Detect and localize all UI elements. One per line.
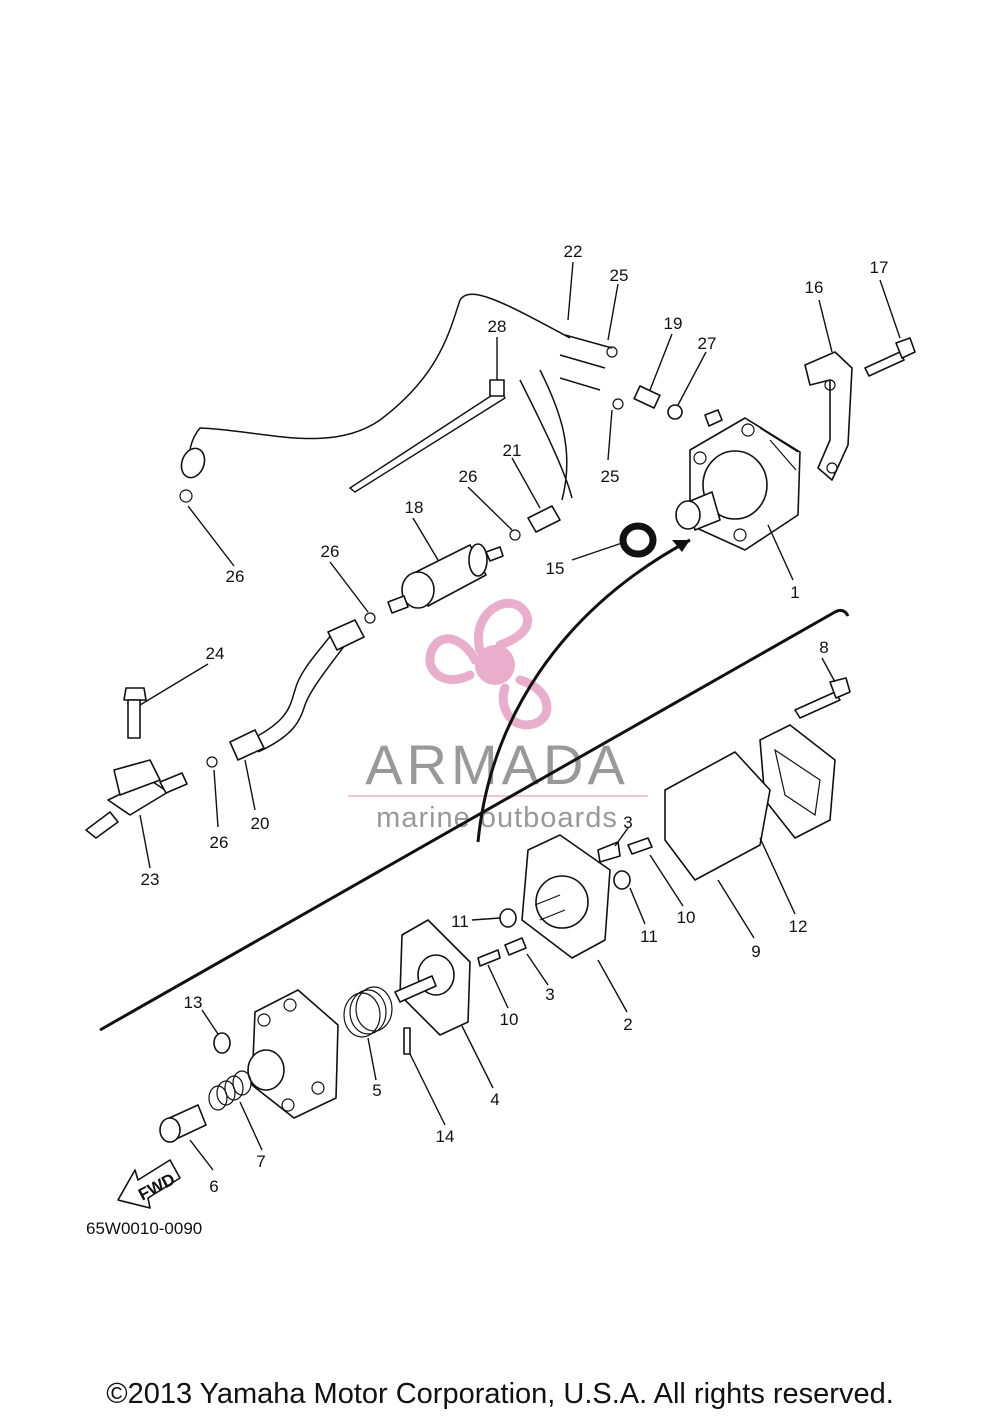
callout-18: 18 (405, 498, 424, 517)
callout-22: 22 (564, 242, 583, 261)
callout-27: 27 (698, 334, 717, 353)
spring-7 (208, 1070, 252, 1111)
callout-11b: 11 (640, 927, 658, 946)
callout-13: 13 (184, 993, 203, 1012)
copyright-notice: ©2013 Yamaha Motor Corporation, U.S.A. A… (106, 1378, 894, 1410)
callout-14: 14 (436, 1127, 455, 1146)
plate-12 (759, 724, 836, 839)
callout-25b: 25 (601, 467, 620, 486)
callout-3b: 3 (545, 985, 554, 1004)
logo-title: ARMADA (365, 733, 629, 796)
gasket-9 (664, 751, 771, 881)
callout-26c: 26 (321, 542, 340, 561)
callout-11a: 11 (451, 912, 469, 931)
diagram-code: 65W0010-0090 (86, 1219, 203, 1238)
callout-26d: 26 (210, 833, 229, 852)
callout-2: 2 (623, 1015, 632, 1034)
bracket (804, 351, 853, 481)
callout-10a: 10 (677, 908, 696, 927)
fuel-joint (85, 759, 188, 839)
callout-20: 20 (251, 814, 270, 833)
callout-5: 5 (372, 1081, 381, 1100)
callout-28: 28 (488, 317, 507, 336)
bolt-24 (123, 687, 147, 739)
callout-9: 9 (751, 942, 760, 961)
armada-logo: ARMADA marine outboards (348, 598, 648, 834)
callout-17: 17 (870, 258, 889, 277)
fuel-pump-body (675, 417, 801, 551)
logo-subtitle: marine outboards (376, 802, 618, 834)
callout-19: 19 (664, 314, 683, 333)
clip-27 (667, 404, 683, 420)
fuel-filter (387, 543, 504, 614)
callout-12: 12 (789, 917, 808, 936)
callout-16: 16 (805, 278, 824, 297)
fwd-arrow: FWD (117, 1159, 181, 1209)
callout-15: 15 (546, 559, 565, 578)
callout-23: 23 (141, 870, 160, 889)
callout-24: 24 (206, 644, 225, 663)
o-ring (619, 522, 657, 558)
callout-21: 21 (503, 441, 522, 460)
assembly-boundary-line (99, 608, 850, 1032)
assembly-arrow-line (476, 538, 691, 843)
callout-1: 1 (790, 583, 799, 602)
callout-labels: 1 2 3 3 4 5 6 7 8 9 10 10 11 11 12 13 14… (141, 242, 889, 1196)
callout-8: 8 (819, 638, 828, 657)
callout-7: 7 (256, 1152, 265, 1171)
callout-4: 4 (490, 1090, 499, 1109)
bolt-17 (864, 337, 916, 377)
spring-5 (343, 986, 393, 1038)
callout-26a: 26 (226, 567, 245, 586)
callout-26b: 26 (459, 467, 478, 486)
callout-10b: 10 (500, 1010, 519, 1029)
callout-25a: 25 (610, 266, 629, 285)
callout-6: 6 (209, 1177, 218, 1196)
callout-3a: 3 (623, 813, 632, 832)
connector-19 (633, 385, 661, 409)
